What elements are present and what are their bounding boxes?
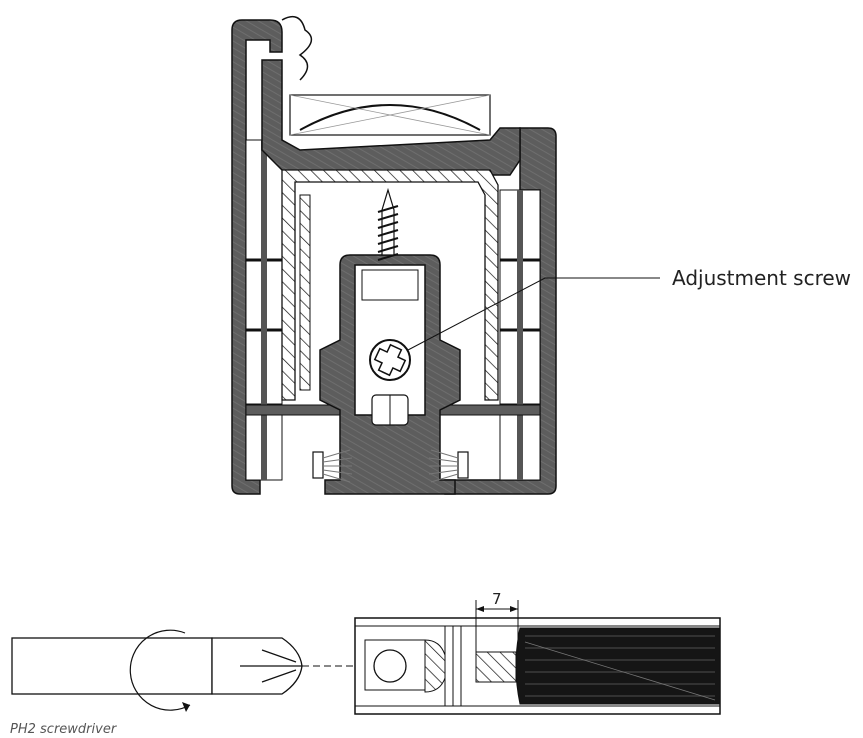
- hinge-screw-hole: [373, 649, 407, 683]
- rotation-arrow: [129, 629, 191, 711]
- profile-left-wall: [231, 19, 283, 495]
- reinforcement-channel: [281, 169, 499, 401]
- screwdriver-caption: PH2 screwdriver: [10, 722, 118, 737]
- screwdriver-handle: [11, 637, 213, 695]
- adjustment-screw-label: Adjustment screw: [672, 266, 851, 290]
- glazing-clip: [281, 15, 313, 81]
- callout-leader: [407, 277, 660, 351]
- dimension-marker: [475, 600, 519, 652]
- dimension-label: 7: [492, 590, 502, 608]
- brush-seal-left: [312, 449, 353, 483]
- wood-screw: [377, 187, 399, 261]
- hinge-side-view: [354, 617, 721, 715]
- brush-seal-right: [428, 449, 469, 483]
- adjustment-screw-head: [369, 339, 411, 381]
- profile-cross-section: [231, 15, 660, 495]
- screwdriver: [11, 629, 362, 712]
